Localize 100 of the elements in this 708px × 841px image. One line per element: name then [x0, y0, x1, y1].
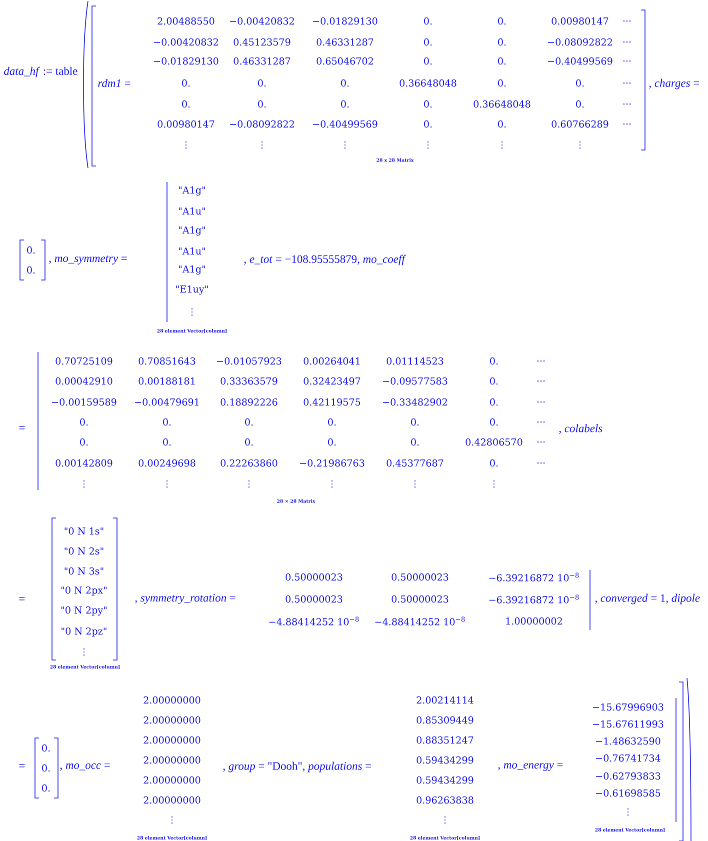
matrix-entry: 0. [490, 418, 498, 426]
matrix-entry: 0. [27, 246, 35, 254]
matrix-entry: 2.00000000 [144, 776, 200, 784]
matrix-entry: 0. [424, 17, 432, 25]
matrix-entry: −0.00479691 [135, 398, 199, 406]
matrix-entry: 0. [490, 377, 498, 385]
expression-text: , group = "Dooh", populations = [223, 762, 371, 772]
expression-text: , e_tot = −108.95555879, mo_coeff [244, 254, 406, 266]
matrix-entry: 0.00042910 [56, 377, 112, 385]
matrix-entry: 0.45123579 [234, 38, 290, 46]
matrix-entry: ... [537, 421, 545, 423]
matrix-entry: 0. [424, 100, 432, 108]
expression-text: = [19, 426, 25, 430]
vertical-ellipsis: ⋮ [414, 480, 416, 488]
vertical-ellipsis: ⋮ [166, 480, 168, 488]
matrix-entry: 0. [328, 418, 336, 426]
matrix-entry: ... [623, 60, 631, 62]
matrix-entry: 0. [258, 79, 266, 87]
matrix-entry: 0.70851643 [138, 357, 196, 365]
matrix-entry: 0.36648048 [400, 79, 456, 87]
matrix-entry: 0.60766289 [552, 120, 608, 128]
matrix-entry: 0. [182, 79, 190, 87]
matrix-entry: 0.00980147 [552, 17, 608, 25]
matrix-entry: 0. [258, 100, 266, 108]
matrix-entry: 0.85309449 [416, 716, 474, 724]
matrix-entry: 0.50000023 [392, 595, 448, 603]
matrix-entry: −0.40499569 [313, 120, 378, 128]
matrix-entry: 0.00249698 [138, 459, 196, 467]
matrix-entry: 0.36648048 [474, 100, 530, 108]
matrix-entry: "A1u" [178, 247, 206, 255]
matrix-entry: 0. [498, 120, 506, 128]
expression-text: = [19, 764, 25, 768]
matrix-entry: −0.08092822 [230, 120, 294, 128]
matrix-entry: 0.01114523 [386, 357, 444, 365]
matrix-entry: 2.00214114 [416, 696, 474, 704]
matrix-entry: −6.39216872 10$^{−8}$ [489, 572, 579, 582]
expression-text: data_hf := table [4, 66, 78, 78]
matrix-entry: 0.50000023 [286, 595, 342, 603]
matrix-entry: ... [623, 41, 631, 43]
matrix-entry: 0.42119575 [304, 398, 360, 406]
matrix-entry: 0.59434299 [416, 756, 474, 764]
matrix-entry: 0. [411, 418, 419, 426]
expression-text: , converged = 1, dipole [595, 594, 700, 604]
matrix-entry: "A1g" [178, 186, 205, 196]
matrix-entry: 0. [341, 100, 349, 108]
matrix-entry: 0.46331287 [316, 38, 374, 46]
matrix-entry: 0. [490, 357, 498, 365]
vertical-ellipsis: ⋮ [444, 816, 446, 824]
matrix-entry: ... [537, 401, 545, 403]
matrix-entry: "0 N 1s" [64, 527, 104, 535]
matrix-entry: "0 N 2px" [61, 586, 106, 596]
matrix-entry: 0.46331287 [234, 57, 290, 65]
matrix-entry: 0. [80, 418, 88, 426]
expression-text: , mo_symmetry = [49, 256, 127, 264]
matrix-entry: ... [623, 82, 631, 84]
matrix-entry: 0. [498, 38, 506, 46]
matrix-entry: 0.88351247 [416, 736, 474, 744]
matrix-entry: 0. [576, 100, 584, 108]
expression-text: , mo_energy = [498, 763, 563, 771]
matrix-entry: 0.96263838 [416, 796, 474, 804]
matrix-entry: 0. [27, 266, 35, 274]
matrix-entry: 0. [490, 459, 498, 467]
matrix-entry: 0.50000023 [286, 573, 342, 581]
matrix-entry: 0. [498, 17, 506, 25]
matrix-entry: 2.00000000 [144, 696, 200, 704]
matrix-entry: ... [537, 360, 545, 362]
matrix-entry: 0.00188181 [138, 377, 195, 385]
matrix-entry: "A1g" [178, 265, 205, 275]
matrix-entry: 0.32423497 [304, 377, 360, 385]
matrix-entry: 2.00000000 [144, 716, 200, 724]
matrix-entry: "A1u" [178, 207, 206, 215]
matrix-entry: ... [537, 441, 545, 443]
matrix-entry: 0. [576, 79, 584, 87]
matrix-entry: 0. [245, 438, 253, 446]
matrix-entry: 0. [42, 764, 50, 772]
matrix-entry: 0. [163, 418, 171, 426]
matrix-entry: 0.00142809 [56, 459, 112, 467]
matrix-entry: −15.67996903 [593, 703, 664, 711]
matrix-entry: 0. [328, 438, 336, 446]
matrix-entry: ... [623, 123, 631, 125]
matrix-entry: 0.50000023 [392, 573, 448, 581]
matrix-entry: −0.01829130 [154, 57, 218, 65]
matrix-entry: 0. [163, 438, 171, 446]
matrix-entry: 2.00000000 [144, 796, 200, 804]
matrix-entry: −0.76741734 [596, 754, 660, 762]
expression-text: = [19, 597, 25, 600]
matrix-entry: −0.00420832 [230, 17, 294, 25]
matrix-entry: 0. [424, 120, 432, 128]
vertical-ellipsis: ⋮ [248, 480, 250, 488]
matrix-entry: 0.18892226 [220, 398, 278, 406]
expression-text: , colabels [559, 424, 602, 434]
matrix-entry: 0.00980147 [158, 120, 214, 128]
matrix-entry: 2.00000000 [144, 736, 200, 744]
matrix-entry: 0. [42, 744, 50, 752]
matrix-entry: 0. [245, 418, 253, 426]
expression-text: , mo_occ = [60, 763, 110, 771]
matrix-entry: −4.88414252 10$^{−8}$ [375, 616, 465, 626]
matrix-entry: "E1uy" [176, 285, 208, 295]
vertical-ellipsis: ⋮ [344, 141, 346, 149]
matrix-entry: −0.00420832 [154, 38, 218, 46]
